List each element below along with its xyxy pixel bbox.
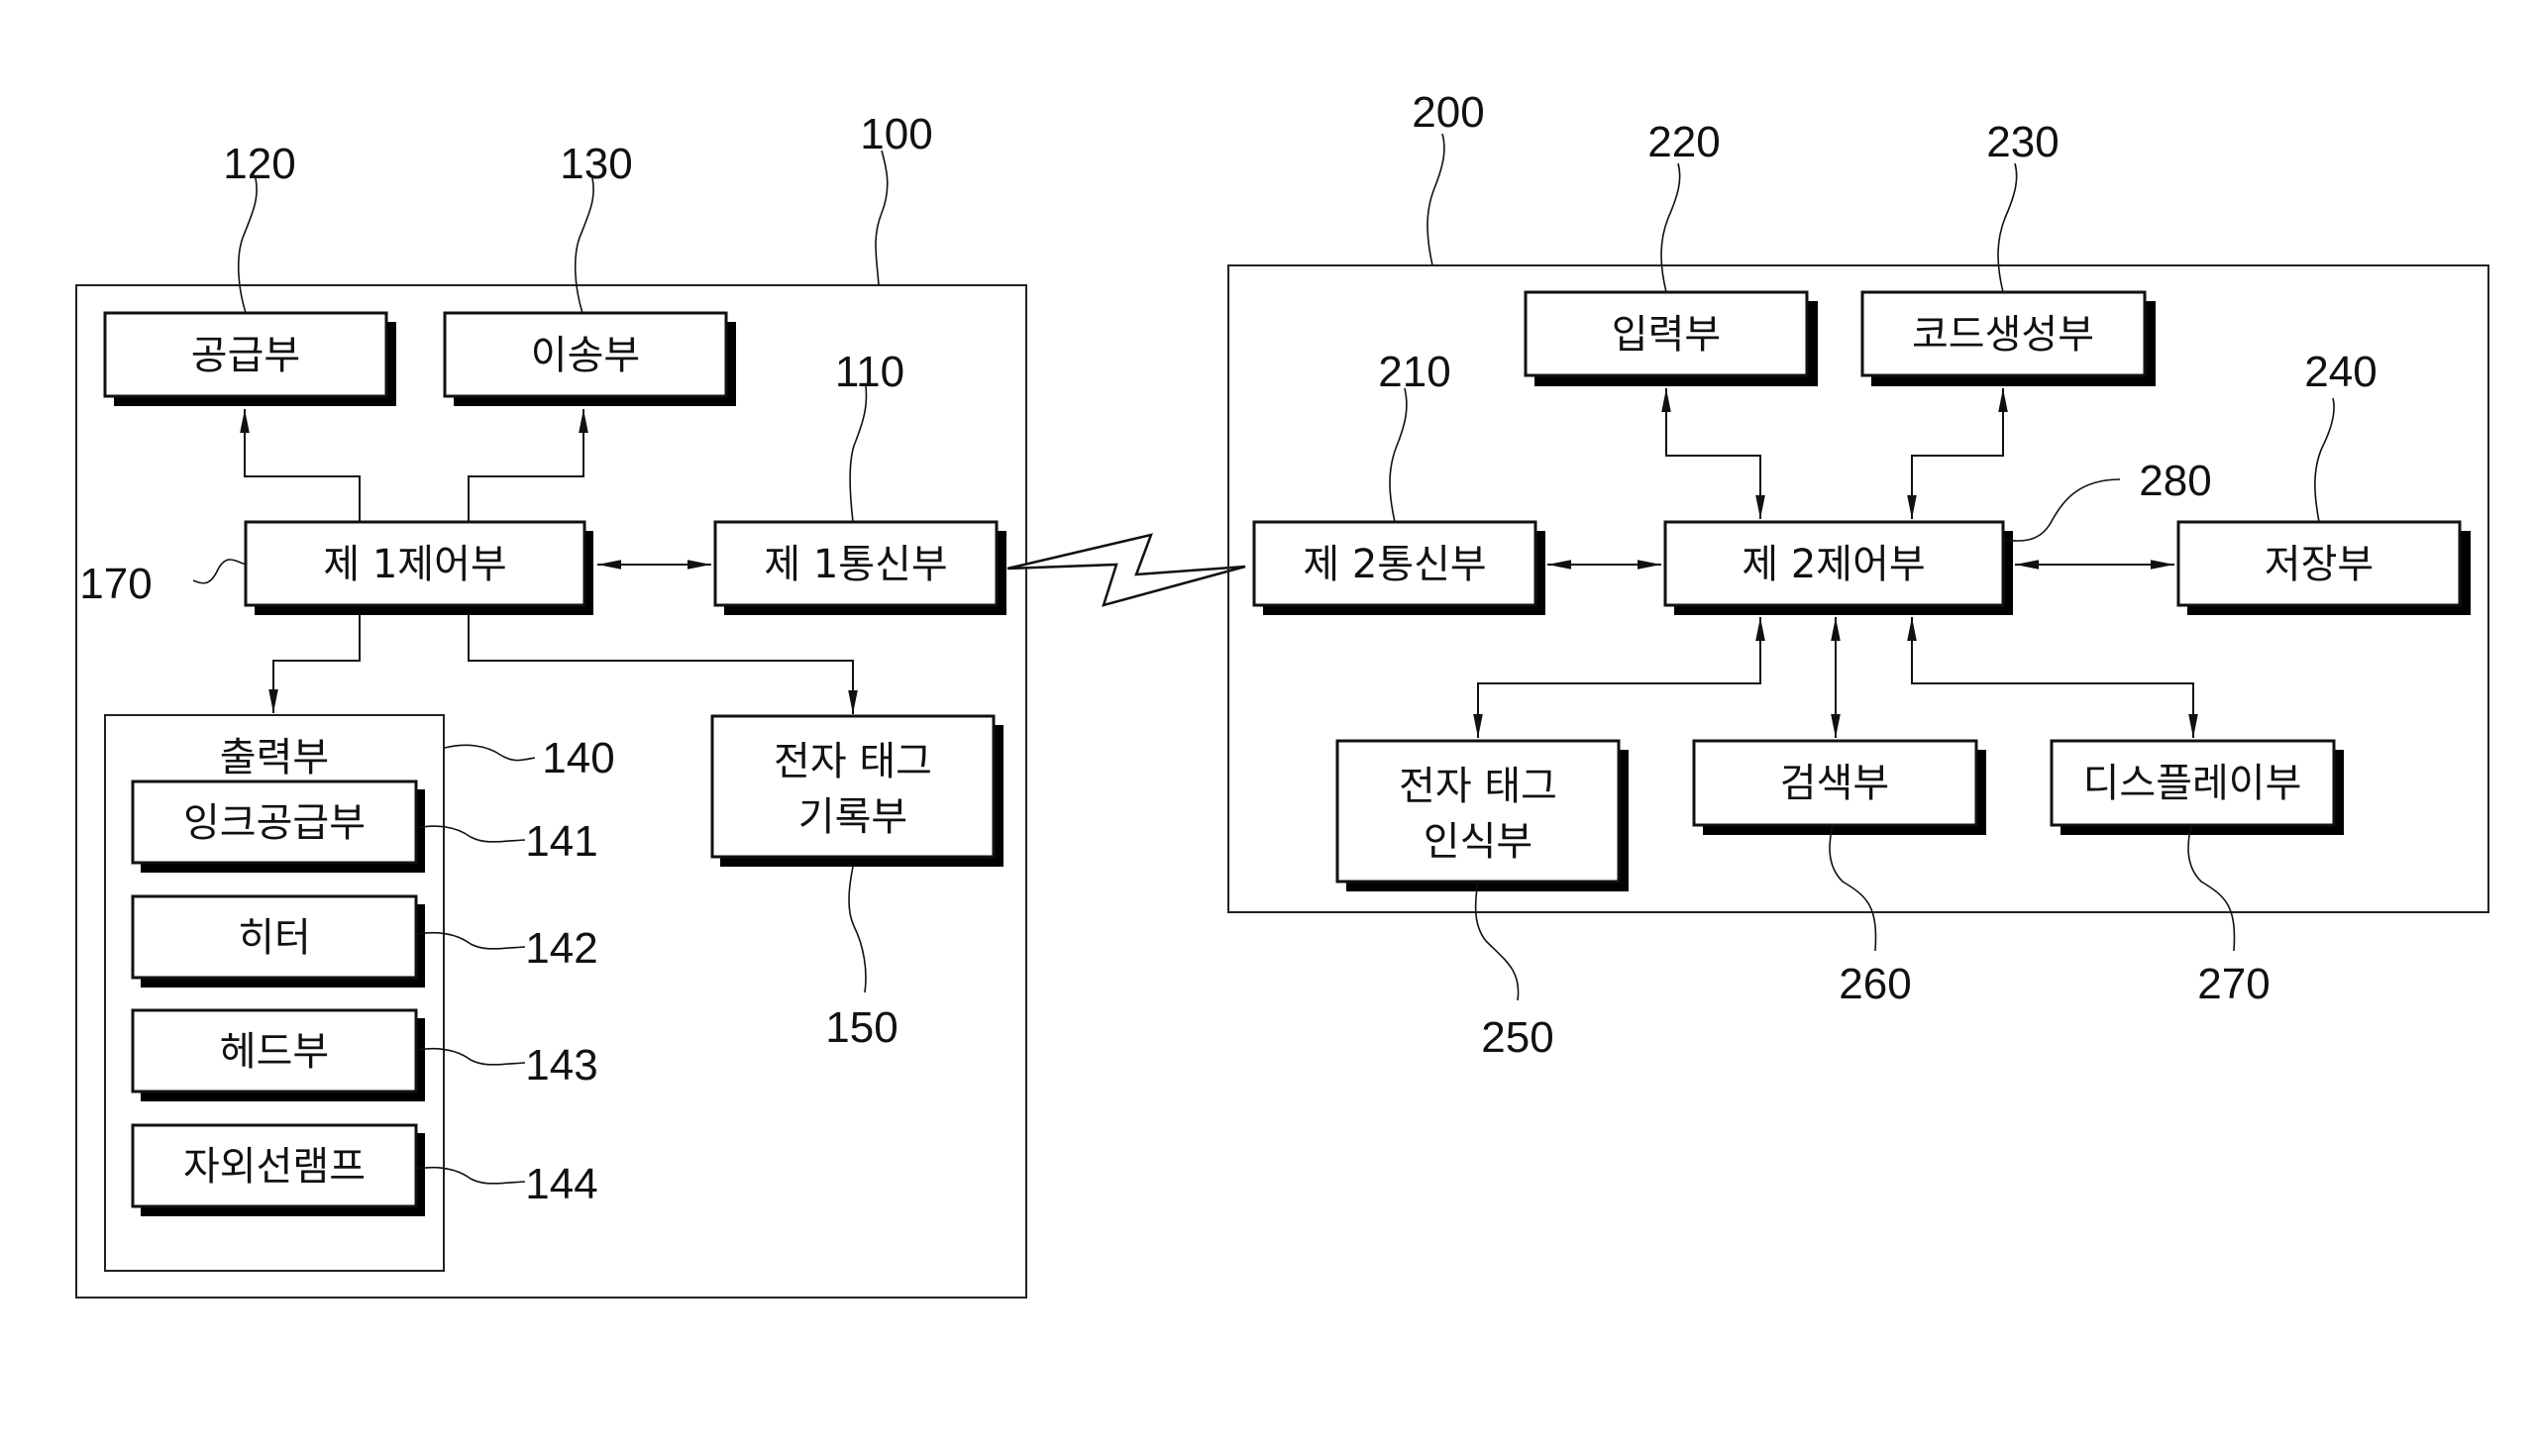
leader-280 bbox=[2004, 478, 2121, 542]
ref-144: 144 bbox=[525, 1160, 597, 1208]
ref-270: 270 bbox=[2197, 960, 2270, 1008]
ref-170: 170 bbox=[79, 560, 152, 608]
connector-controller1-output bbox=[268, 615, 361, 713]
ref-141: 141 bbox=[525, 817, 597, 866]
leader-130 bbox=[574, 177, 594, 314]
search-block[interactable]: 검색부 bbox=[1692, 739, 1986, 835]
supply-label: 공급부 bbox=[191, 333, 300, 378]
controller2-block[interactable]: 제 2제어부 bbox=[1663, 520, 2013, 615]
output-label: 출력부 bbox=[220, 735, 329, 780]
leader-200 bbox=[1426, 133, 1445, 266]
leader-250 bbox=[1474, 881, 1520, 1001]
leader-260 bbox=[1829, 824, 1877, 952]
leader-110 bbox=[849, 385, 868, 523]
tag-reader-label-line2: 인식부 bbox=[1424, 819, 1532, 865]
ref-210: 210 bbox=[1378, 348, 1450, 396]
tag-writer-block[interactable]: 전자 태그 기록부 bbox=[710, 714, 1004, 867]
leader-140 bbox=[444, 744, 536, 762]
comm2-label: 제 2통신부 bbox=[1303, 542, 1486, 587]
connector-controller1-tag-writer bbox=[468, 615, 858, 714]
ref-100: 100 bbox=[860, 110, 932, 158]
leader-220 bbox=[1660, 162, 1681, 293]
tag-reader-label-line1: 전자 태그 bbox=[1399, 764, 1557, 809]
leader-270 bbox=[2187, 824, 2236, 952]
connector-controller1-transfer bbox=[468, 409, 588, 522]
ref-240: 240 bbox=[2304, 348, 2377, 396]
leader-230 bbox=[1997, 162, 2018, 293]
leader-142 bbox=[415, 931, 526, 950]
connector-controller2-tag-reader bbox=[1473, 617, 1765, 738]
search-label: 검색부 bbox=[1780, 761, 1889, 806]
ref-130: 130 bbox=[560, 140, 632, 188]
leader-100 bbox=[875, 150, 889, 286]
leader-150 bbox=[848, 866, 867, 993]
leader-170 bbox=[192, 559, 247, 584]
input-label: 입력부 bbox=[1612, 312, 1721, 358]
code-gen-label: 코드생성부 bbox=[1912, 312, 2094, 358]
ink-supply-label: 잉크공급부 bbox=[183, 800, 366, 846]
ref-220: 220 bbox=[1647, 118, 1720, 166]
leader-240 bbox=[2314, 397, 2335, 523]
head-block[interactable]: 헤드부 bbox=[131, 1008, 425, 1101]
connector-controller1-supply bbox=[240, 409, 361, 522]
system-100-frame bbox=[75, 284, 1027, 1299]
comm1-label: 제 1통신부 bbox=[764, 542, 947, 587]
ref-110: 110 bbox=[835, 348, 904, 396]
ref-140: 140 bbox=[542, 734, 614, 782]
wireless-link-icon bbox=[1006, 533, 1246, 607]
display-label: 디스플레이부 bbox=[2083, 761, 2302, 806]
leader-210 bbox=[1389, 387, 1408, 523]
ref-280: 280 bbox=[2139, 457, 2211, 505]
tag-writer-label-line1: 전자 태그 bbox=[774, 739, 932, 784]
ref-142: 142 bbox=[525, 924, 597, 973]
controller1-block[interactable]: 제 1제어부 bbox=[244, 520, 593, 615]
transfer-label: 이송부 bbox=[531, 333, 640, 378]
supply-block[interactable]: 공급부 bbox=[103, 311, 396, 406]
system-200-frame bbox=[1227, 264, 2489, 913]
ref-150: 150 bbox=[825, 1003, 898, 1052]
uv-lamp-block[interactable]: 자외선램프 bbox=[131, 1123, 425, 1216]
connector-controller2-display bbox=[1907, 617, 2198, 738]
ref-143: 143 bbox=[525, 1041, 597, 1090]
ref-120: 120 bbox=[223, 140, 295, 188]
output-block[interactable]: 출력부 bbox=[104, 714, 445, 1272]
leader-144 bbox=[415, 1166, 526, 1185]
transfer-block[interactable]: 이송부 bbox=[443, 311, 736, 406]
connector-code-gen-controller2 bbox=[1907, 388, 2008, 519]
uv-lamp-label: 자외선램프 bbox=[183, 1144, 366, 1190]
ref-200: 200 bbox=[1412, 88, 1484, 137]
leader-141 bbox=[415, 825, 526, 843]
display-block[interactable]: 디스플레이부 bbox=[2050, 739, 2344, 835]
leader-120 bbox=[237, 177, 258, 314]
comm2-block[interactable]: 제 2통신부 bbox=[1252, 520, 1545, 615]
heater-label: 히터 bbox=[238, 915, 311, 961]
tag-writer-label-line2: 기록부 bbox=[798, 794, 907, 840]
controller1-label: 제 1제어부 bbox=[323, 542, 506, 587]
code-gen-block[interactable]: 코드생성부 bbox=[1860, 290, 2156, 386]
tag-reader-block[interactable]: 전자 태그 인식부 bbox=[1335, 739, 1629, 891]
connector-input-controller2 bbox=[1661, 388, 1765, 519]
comm1-block[interactable]: 제 1통신부 bbox=[713, 520, 1006, 615]
controller2-label: 제 2제어부 bbox=[1742, 542, 1925, 587]
leader-143 bbox=[415, 1047, 526, 1066]
ink-supply-block[interactable]: 잉크공급부 bbox=[131, 780, 425, 873]
heater-block[interactable]: 히터 bbox=[131, 894, 425, 988]
ref-250: 250 bbox=[1481, 1013, 1553, 1062]
input-block[interactable]: 입력부 bbox=[1524, 290, 1818, 386]
storage-label: 저장부 bbox=[2265, 542, 2374, 587]
ref-230: 230 bbox=[1986, 118, 2059, 166]
storage-block[interactable]: 저장부 bbox=[2176, 520, 2471, 615]
head-label: 헤드부 bbox=[220, 1029, 329, 1075]
ref-260: 260 bbox=[1839, 960, 1911, 1008]
